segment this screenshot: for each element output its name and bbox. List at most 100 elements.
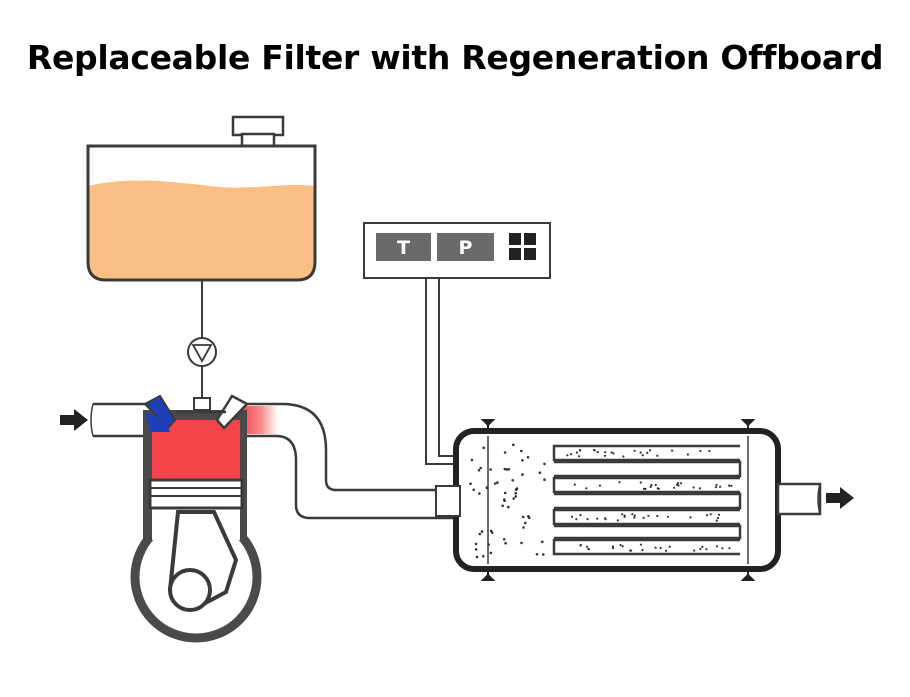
soot-particle — [621, 513, 624, 516]
soot-particles — [469, 443, 733, 559]
soot-particle — [633, 449, 636, 452]
soot-particle — [522, 526, 525, 529]
piston — [148, 478, 244, 510]
tank-body — [86, 144, 317, 282]
soot-particle — [639, 451, 642, 454]
soot-particle — [715, 545, 719, 548]
soot-particle — [730, 484, 733, 487]
filter-clamps — [480, 419, 756, 581]
soot-particle — [503, 491, 507, 495]
soot-particle — [489, 551, 493, 555]
soot-particle — [633, 514, 636, 517]
soot-particle — [482, 446, 486, 450]
soot-particle — [689, 516, 692, 519]
soot-particle — [543, 478, 546, 482]
soot-particle — [489, 468, 492, 471]
soot-particle — [569, 453, 573, 456]
pressure-label: P — [459, 237, 473, 259]
soot-particle — [676, 482, 680, 485]
soot-particle — [512, 497, 515, 500]
soot-particle — [621, 545, 624, 548]
soot-particle — [469, 482, 472, 486]
soot-particle — [575, 518, 578, 521]
soot-particle — [520, 449, 523, 453]
soot-particle — [715, 519, 718, 522]
soot-particle — [511, 479, 514, 482]
soot-particle — [642, 516, 645, 520]
soot-particle — [721, 547, 724, 550]
diagram-title: Replaceable Filter with Regeneration Off… — [26, 38, 884, 77]
soot-particle — [502, 498, 506, 501]
fuel-injector — [193, 397, 211, 411]
soot-particle — [631, 513, 634, 516]
soot-particle — [654, 546, 657, 549]
soot-particle — [515, 487, 519, 490]
soot-particle — [656, 514, 659, 518]
soot-particle — [728, 547, 731, 550]
soot-particle — [629, 549, 632, 552]
soot-particle — [538, 471, 542, 475]
soot-particle — [566, 454, 569, 457]
soot-particle — [701, 545, 704, 549]
fuel-pump-icon — [187, 337, 217, 367]
exhaust-gas-hot — [240, 406, 278, 434]
soot-particle — [633, 516, 636, 519]
soot-particle — [654, 483, 657, 487]
soot-particle — [526, 456, 530, 459]
soot-particle — [578, 455, 581, 458]
tp-gauge: T P — [363, 222, 551, 279]
soot-particle — [543, 462, 546, 466]
soot-particle — [623, 514, 626, 517]
soot-particle — [728, 484, 731, 487]
soot-particle — [579, 449, 582, 452]
soot-particle — [470, 458, 474, 462]
soot-particle — [675, 483, 679, 486]
soot-particle — [705, 548, 708, 551]
soot-particle — [586, 545, 589, 548]
combustion-chamber — [152, 420, 240, 480]
soot-particle — [489, 529, 493, 533]
soot-particle — [639, 481, 642, 484]
soot-particle — [680, 482, 683, 485]
filter-inlet — [435, 485, 461, 517]
soot-particle — [664, 549, 668, 552]
soot-particle — [505, 468, 509, 471]
soot-particle — [527, 515, 530, 518]
soot-particle — [611, 547, 615, 550]
soot-particle — [646, 451, 649, 454]
soot-particle — [716, 516, 720, 520]
soot-particle — [641, 454, 644, 457]
soot-particle — [523, 521, 527, 525]
soot-particle — [641, 548, 644, 552]
soot-particle — [604, 451, 607, 454]
soot-particle — [717, 513, 721, 516]
exhaust-pipe — [240, 402, 456, 520]
soot-particle — [507, 468, 511, 471]
soot-particle — [472, 488, 476, 492]
soot-particle — [478, 532, 482, 536]
soot-particle — [692, 486, 695, 489]
soot-particle — [535, 553, 539, 556]
soot-particle — [521, 473, 524, 476]
soot-particle — [610, 451, 613, 454]
particulate-filter — [435, 419, 822, 581]
soot-particle — [598, 484, 602, 487]
soot-particle — [587, 547, 590, 551]
soot-particle — [649, 485, 652, 488]
soot-particle — [648, 449, 652, 452]
soot-particle — [699, 449, 702, 453]
keypad-icon — [509, 233, 536, 260]
soot-particle — [596, 517, 599, 520]
soot-particle — [611, 545, 615, 548]
soot-particle — [639, 543, 643, 546]
soot-particle — [659, 546, 662, 550]
soot-particle — [573, 483, 576, 486]
soot-particle — [501, 504, 505, 508]
soot-particle — [719, 485, 722, 488]
soot-particle — [612, 452, 615, 455]
soot-particle — [709, 513, 712, 516]
soot-particle — [604, 454, 607, 457]
soot-particle — [502, 538, 506, 541]
soot-particle — [672, 486, 676, 489]
